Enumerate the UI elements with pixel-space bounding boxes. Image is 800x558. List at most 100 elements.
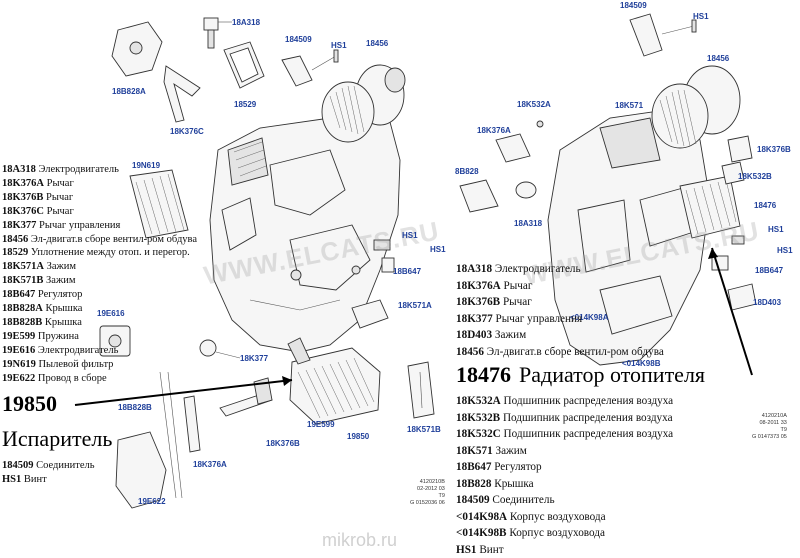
legend-text: Крышка	[43, 303, 83, 314]
legend-text: Рычаг	[44, 178, 74, 189]
legend-text: Винт	[21, 474, 46, 485]
legend-code: 19E616	[2, 345, 35, 356]
legend-code: 19N619	[2, 359, 36, 370]
lever-18K376C	[164, 66, 200, 122]
legend-code: 18K571A	[2, 261, 44, 272]
callout-label: 18B828B	[118, 404, 152, 412]
evaporator-19850	[288, 338, 380, 424]
callout-label: 19850	[347, 433, 369, 441]
legend-right-top: 18A318 Электродвигатель 18K376A Рычаг 18K3…	[456, 261, 664, 360]
legend-text: Зажим	[493, 445, 527, 457]
legend-text: Винт	[477, 544, 504, 556]
legend-row: 18B647 Регулятор	[2, 288, 197, 302]
legend-row: 184509 Соединитель	[456, 492, 673, 509]
callout-label: 18K376C	[170, 128, 204, 136]
stamp-line: 4120210B	[410, 479, 445, 486]
legend-text: Пружина	[35, 331, 79, 342]
callout-label: HS1	[402, 232, 418, 240]
legend-row: 18A318 Электродвигатель	[456, 261, 664, 278]
callout-label: 18K376B	[266, 440, 300, 448]
callout-label: 18K532A	[517, 101, 551, 109]
lever-18K377	[200, 340, 240, 358]
clip-18K571B	[408, 362, 434, 418]
legend-text: Крышка	[491, 478, 533, 490]
legend-row: 18K376A Рычаг	[2, 177, 197, 191]
legend-code: <014K98B	[456, 527, 507, 539]
evaporator-code: 19850	[2, 391, 57, 417]
legend-text: Пылевой фильтр	[36, 359, 114, 370]
legend-code: 184509	[456, 494, 490, 506]
legend-code: HS1	[2, 474, 21, 485]
legend-code: 18K532C	[456, 428, 501, 440]
legend-code: 18K376B	[2, 192, 43, 203]
legend-code: 18D403	[456, 329, 492, 341]
callout-label: 19E599	[307, 421, 335, 429]
legend-text: Регулятор	[35, 289, 82, 300]
legend-code: 18K376A	[2, 178, 44, 189]
legend-code: 18K571B	[2, 275, 43, 286]
legend-code: 18K377	[456, 313, 493, 325]
stamp-line: T9	[410, 493, 445, 500]
callout-label: 18K376B	[757, 146, 791, 154]
legend-row: 18D403 Зажим	[456, 327, 664, 344]
heater-core-name: Радиатор отопителя	[519, 362, 705, 387]
legend-text: Электродвигатель	[35, 345, 118, 356]
callout-label: HS1	[331, 42, 347, 50]
callout-label: 184509	[620, 2, 647, 10]
callout-label: 18B647	[393, 268, 421, 276]
legend-row: 18K377 Рычаг управления	[456, 311, 664, 328]
callout-label: 19E622	[138, 498, 166, 506]
legend-row: 18K376B Рычаг	[2, 191, 197, 205]
legend-text: Рычаг управления	[493, 313, 582, 325]
callout-label: 18A318	[514, 220, 542, 228]
legend-row: 18K532B Подшипник распределения воздуха	[456, 410, 673, 427]
callout-label: 18K571B	[407, 426, 441, 434]
heater-core-title: 18476 Радиатор отопителя	[456, 362, 705, 388]
stamp-line: G 0152036 06	[410, 500, 445, 507]
callout-label: 18B828A	[112, 88, 146, 96]
legend-text: Зажим	[492, 329, 526, 341]
callout-label: 18K532B	[738, 173, 772, 181]
legend-text: Провод в сборе	[35, 373, 106, 384]
legend-code: 18B828	[456, 478, 491, 490]
evaporator-name: Испаритель	[2, 426, 112, 452]
callout-label: 18K376A	[193, 461, 227, 469]
legend-row: 19E616 Электродвигатель	[2, 344, 197, 358]
legend-row: 18K571 Зажим	[456, 443, 673, 460]
legend-row: 184509 Соединитель	[2, 459, 95, 473]
legend-row: 18B828 Крышка	[456, 476, 673, 493]
legend-row: 18B828B Крышка	[2, 316, 197, 330]
cover-18B828A	[112, 22, 162, 76]
legend-text: Рычаг	[500, 296, 532, 308]
legend-row: 19E622 Провод в сборе	[2, 372, 197, 386]
legend-code: 18529	[2, 247, 28, 258]
legend-code: 19E599	[2, 331, 35, 342]
legend-text: Электродвигатель	[492, 263, 581, 275]
legend-row: HS1 Винт	[2, 473, 95, 487]
stamp-line: 08-2011 33	[752, 420, 787, 427]
callout-label: HS1	[430, 246, 446, 254]
callout-label: 18456	[366, 40, 388, 48]
legend-code: 18K377	[2, 220, 36, 231]
callout-label: 18K571A	[398, 302, 432, 310]
legend-text: Регулятор	[491, 461, 541, 473]
legend-text: Эл-двигат.в сборе вентил-ром обдува	[28, 234, 197, 245]
legend-code: 18A318	[2, 164, 36, 175]
callout-label: 18K376A	[477, 127, 511, 135]
callout-label: HS1	[768, 226, 784, 234]
legend-code: 18456	[456, 346, 484, 358]
legend-code: 18456	[2, 234, 28, 245]
legend-code: 18K376A	[456, 280, 501, 292]
blower-18456-right	[652, 66, 740, 148]
legend-text: Подшипник распределения воздуха	[501, 428, 673, 440]
legend-text: Корпус воздуховода	[507, 511, 605, 523]
legend-row: 19N619 Пылевой фильтр	[2, 358, 197, 372]
legend-code: HS1	[456, 544, 477, 556]
callout-label: 18K571	[615, 102, 643, 110]
callout-label: 18D403	[753, 299, 781, 307]
stamp-line: 4120210A	[752, 413, 787, 420]
stamp-line: 02-2012 03	[410, 486, 445, 493]
